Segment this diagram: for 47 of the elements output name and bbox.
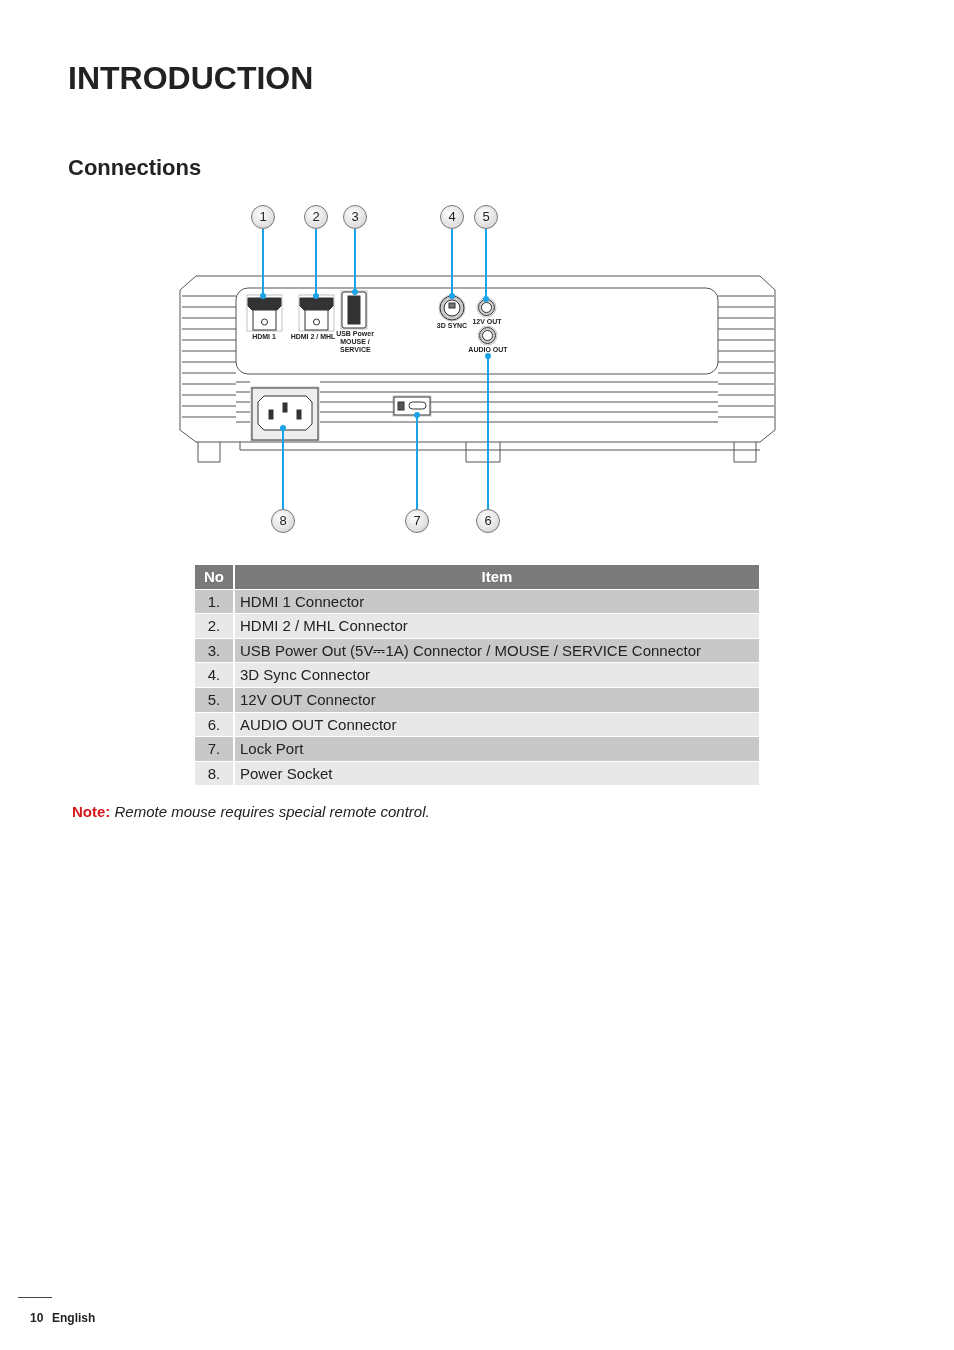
- callout-number: 3: [343, 205, 367, 229]
- usb-port: [340, 290, 368, 330]
- power-socket: [250, 386, 320, 442]
- note-text: Note: Remote mouse requires special remote control.: [72, 803, 430, 820]
- hdmi-port: [298, 294, 335, 332]
- table-cell: AUDIO OUT Connector: [235, 712, 759, 737]
- callout-number: 4: [440, 205, 464, 229]
- callout-number: 8: [271, 509, 295, 533]
- table-cell: 3D Sync Connector: [235, 663, 759, 687]
- page-number: 10: [30, 1311, 44, 1325]
- leader-line: [280, 425, 286, 510]
- table-cell: 3.: [195, 638, 233, 663]
- leader-line: [414, 412, 420, 510]
- callout-number: 2: [304, 205, 328, 229]
- lock-slot: [392, 395, 432, 417]
- leader-line: [483, 228, 489, 302]
- callout-number: 7: [405, 509, 429, 533]
- table-cell: Lock Port: [235, 737, 759, 761]
- leader-line: [449, 228, 455, 299]
- table-cell: 8.: [195, 761, 233, 786]
- footer-language: English: [52, 1311, 96, 1325]
- leader-line: [313, 228, 319, 299]
- table-cell: Power Socket: [235, 761, 759, 786]
- sync-port: [438, 294, 466, 322]
- callout-number: 5: [474, 205, 498, 229]
- table-cell: 1.: [195, 589, 233, 614]
- audio-jack: [477, 325, 498, 346]
- header-cell: No: [195, 565, 233, 589]
- hdmi-port: [246, 294, 283, 332]
- leader-line: [485, 353, 491, 510]
- leader-line: [352, 228, 358, 295]
- callout-number: 1: [251, 205, 275, 229]
- table-cell: 5.: [195, 688, 233, 712]
- header-cell: Item: [235, 565, 759, 589]
- table-cell: 4.: [195, 663, 233, 687]
- section-heading: Connections: [68, 155, 202, 181]
- callout-number: 6: [476, 509, 500, 533]
- page-title: INTRODUCTION: [68, 60, 314, 97]
- table-cell: HDMI 1 Connector: [235, 589, 759, 614]
- table-cell: HDMI 2 / MHL Connector: [235, 614, 759, 638]
- table-cell: 2.: [195, 614, 233, 638]
- table-cell: USB Power Out (5V⎓1A) Connector / MOUSE / SERVICE Connector: [235, 638, 759, 663]
- table-cell: 6.: [195, 712, 233, 737]
- dc-jack: [476, 297, 497, 318]
- table-cell: 7.: [195, 737, 233, 761]
- leader-line: [260, 228, 266, 299]
- table-cell: 12V OUT Connector: [235, 688, 759, 712]
